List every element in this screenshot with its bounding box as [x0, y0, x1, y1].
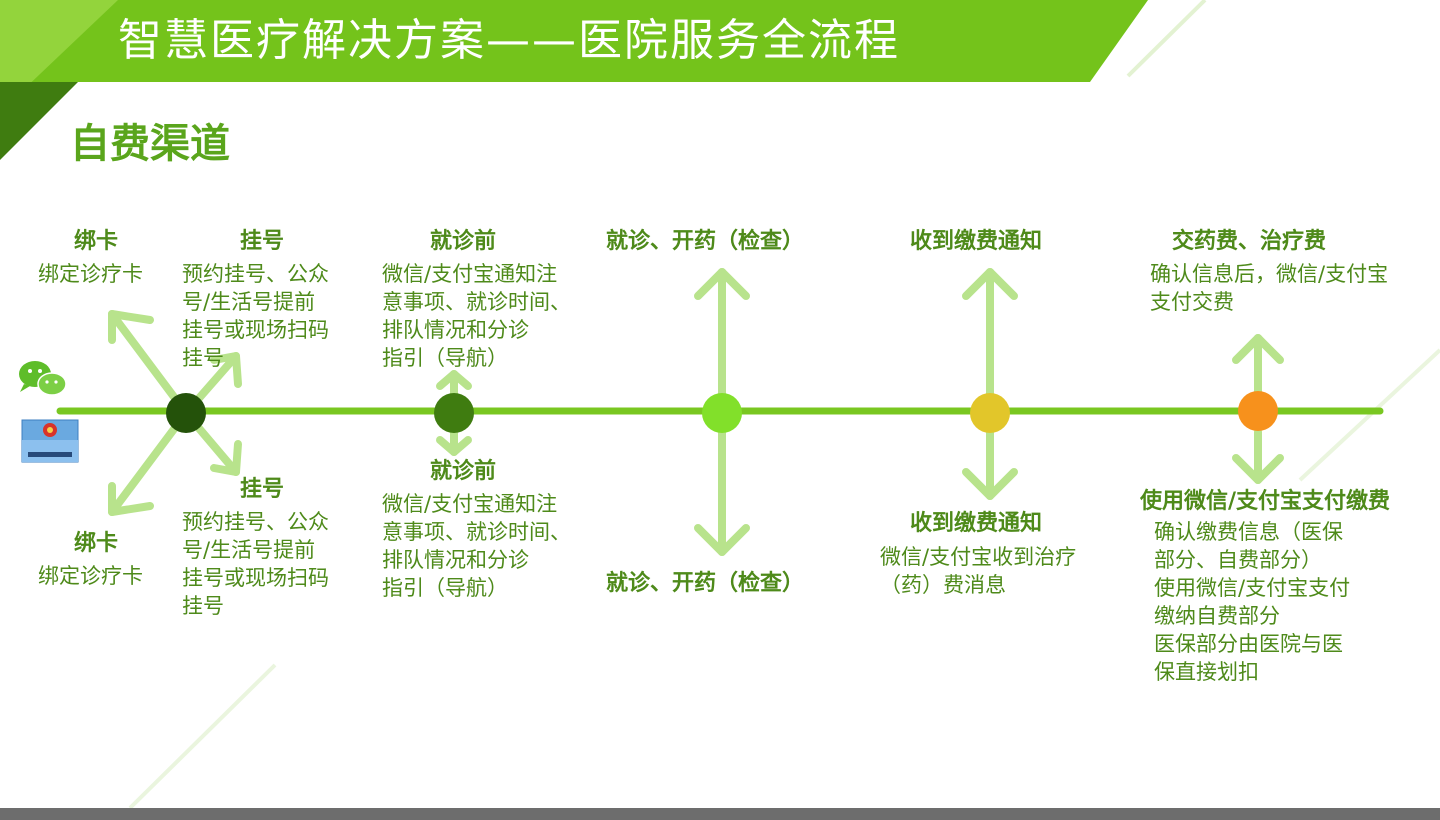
- arrow-head: [436, 370, 472, 390]
- timeline-node-pay: [1238, 391, 1278, 431]
- desc-line: 预约挂号、公众: [182, 262, 329, 286]
- desc-line: 号/生活号提前: [182, 538, 316, 562]
- step-register-top-label: 挂号: [240, 229, 285, 254]
- desc-line: 预约挂号、公众: [182, 510, 329, 534]
- step-register-bottom-label: 挂号: [240, 477, 285, 502]
- desc-line: 挂号: [182, 594, 224, 618]
- step-pay-top-label: 交药费、治疗费: [1172, 229, 1327, 254]
- decor-line: [128, 663, 277, 810]
- timeline-node-visit: [702, 393, 742, 433]
- step-notice-top-label: 收到缴费通知: [910, 229, 1043, 254]
- step-pre-visit-top-desc: 微信/支付宝通知注 意事项、就诊时间、 排队情况和分诊 指引（导航）: [382, 260, 571, 372]
- desc-line: 支付交费: [1150, 290, 1234, 314]
- desc-line: 意事项、就诊时间、: [382, 520, 571, 544]
- decor-line: [1298, 348, 1440, 482]
- desc-line: 医保部分由医院与医: [1154, 632, 1343, 656]
- desc-line: 使用微信/支付宝支付: [1154, 576, 1351, 600]
- header-corner-dark: [0, 82, 78, 160]
- desc-line: 绑定诊疗卡: [38, 262, 143, 286]
- step-notice-bottom-desc: 微信/支付宝收到治疗 （药）费消息: [880, 543, 1076, 599]
- decor-line: [1126, 0, 1207, 78]
- step-pre-visit-top-label: 就诊前: [430, 229, 497, 254]
- step-bind-top-label: 绑卡: [74, 229, 119, 254]
- step-register-bottom-desc: 预约挂号、公众 号/生活号提前 挂号或现场扫码 挂号: [182, 508, 329, 620]
- desc-line: 挂号或现场扫码: [182, 566, 329, 590]
- step-notice-bottom-label: 收到缴费通知: [910, 511, 1043, 536]
- arrow-head: [108, 482, 154, 516]
- desc-line: 微信/支付宝收到治疗: [880, 545, 1077, 569]
- footer-bar: [0, 808, 1440, 820]
- arrow-bind-top: [108, 310, 190, 417]
- desc-line: 部分、自费部分）: [1154, 548, 1322, 572]
- step-pre-visit-bottom-desc: 微信/支付宝通知注 意事项、就诊时间、 排队情况和分诊 指引（导航）: [382, 490, 571, 602]
- step-pay-bottom-label: 使用微信/支付宝支付缴费: [1140, 489, 1391, 514]
- step-bind-bottom-label: 绑卡: [74, 531, 119, 556]
- arrow-head: [108, 310, 154, 344]
- section-title: 自费渠道: [70, 121, 230, 167]
- arrow-head: [436, 436, 472, 456]
- desc-line: 微信/支付宝通知注: [382, 262, 558, 286]
- step-visit-top-label: 就诊、开药（检查）: [606, 229, 805, 254]
- arrow-head: [694, 268, 750, 300]
- arrow-head: [962, 268, 1018, 300]
- step-bind-top-desc: 绑定诊疗卡: [38, 260, 143, 288]
- step-pay-top-desc: 确认信息后，微信/支付宝 支付交费: [1150, 260, 1388, 316]
- desc-line: 排队情况和分诊: [382, 548, 529, 572]
- desc-line: 缴纳自费部分: [1154, 604, 1280, 628]
- wechat-logo-icon: [19, 361, 67, 396]
- timeline-node-bind-register: [166, 393, 206, 433]
- social-security-card-icon: [21, 419, 79, 463]
- arrow-head: [210, 440, 242, 476]
- desc-line: 号/生活号提前: [182, 290, 316, 314]
- arrow-head: [1232, 454, 1284, 484]
- timeline-node-pre-visit: [434, 393, 474, 433]
- arrow-head: [210, 352, 242, 388]
- arrow-head: [1232, 334, 1284, 364]
- arrow-head: [962, 468, 1018, 500]
- desc-line: 排队情况和分诊: [382, 318, 529, 342]
- page-title: 智慧医疗解决方案——医院服务全流程: [118, 15, 900, 66]
- desc-line: 指引（导航）: [382, 346, 508, 370]
- desc-line: （药）费消息: [880, 573, 1006, 597]
- arrow-bind-bottom: [108, 409, 190, 516]
- desc-line: 确认缴费信息（医保: [1154, 520, 1343, 544]
- desc-line: 确认信息后，微信/支付宝: [1150, 262, 1389, 286]
- step-register-top-desc: 预约挂号、公众 号/生活号提前 挂号或现场扫码 挂号: [182, 260, 329, 372]
- desc-line: 意事项、就诊时间、: [382, 290, 571, 314]
- desc-line: 保直接划扣: [1154, 660, 1259, 684]
- desc-line: 指引（导航）: [382, 576, 508, 600]
- header-band: [0, 0, 1148, 82]
- desc-line: 挂号或现场扫码: [182, 318, 329, 342]
- arrow-head: [694, 524, 750, 556]
- step-pre-visit-bottom-label: 就诊前: [430, 459, 497, 484]
- desc-line: 绑定诊疗卡: [38, 564, 143, 588]
- desc-line: 微信/支付宝通知注: [382, 492, 558, 516]
- desc-line: 挂号: [182, 346, 224, 370]
- step-bind-bottom-desc: 绑定诊疗卡: [38, 562, 143, 590]
- step-visit-bottom-label: 就诊、开药（检查）: [606, 571, 805, 596]
- step-pay-bottom-desc: 确认缴费信息（医保 部分、自费部分） 使用微信/支付宝支付 缴纳自费部分 医保部…: [1154, 518, 1350, 686]
- timeline-node-notice: [970, 393, 1010, 433]
